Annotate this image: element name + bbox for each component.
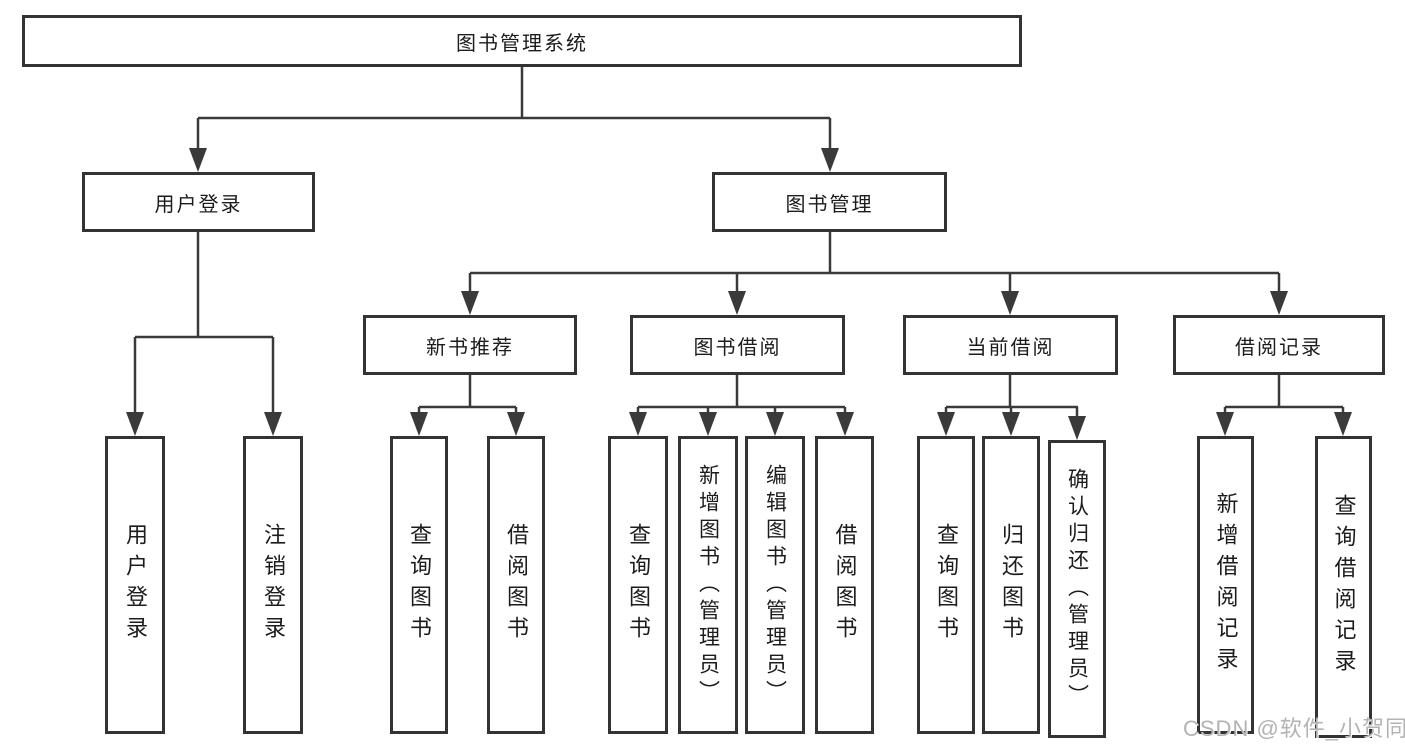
- node-label: 用户登录: [154, 193, 243, 216]
- leaf-query-books: 查询图书: [608, 436, 668, 734]
- leaf-borrow-books: 借阅图书: [487, 436, 545, 734]
- node-user-login: 用户登录: [82, 172, 315, 232]
- node-label: 借阅图书: [504, 523, 529, 647]
- leaf-add-borrow-record: 新增借阅记录: [1197, 436, 1254, 734]
- node-label: 新书推荐: [426, 336, 514, 359]
- node-current-borrowing: 当前借阅: [903, 315, 1118, 375]
- node-label: 查询借阅记录: [1331, 494, 1357, 680]
- leaf-user-login: 用户登录: [105, 436, 165, 734]
- node-label: 图书管理系统: [456, 32, 588, 55]
- node-label: 借阅图书: [832, 523, 858, 647]
- node-new-book-recommend: 新书推荐: [363, 315, 577, 375]
- node-label: 新增借阅记录: [1213, 492, 1239, 678]
- node-book-management: 图书管理: [712, 172, 947, 232]
- leaf-logout: 注销登录: [243, 436, 303, 734]
- node-label: 注销登录: [261, 523, 286, 647]
- node-label: 归还图书: [999, 523, 1024, 647]
- leaf-query-books: 查询图书: [390, 436, 448, 734]
- leaf-confirm-return-admin: 确认归还（管理员）: [1048, 440, 1106, 738]
- node-label: 图书借阅: [693, 336, 782, 359]
- node-borrow-records: 借阅记录: [1173, 315, 1385, 375]
- node-label: 借阅记录: [1235, 336, 1323, 359]
- node-label: 图书管理: [785, 193, 874, 216]
- node-label: 当前借阅: [966, 336, 1055, 359]
- node-label: 查询图书: [407, 523, 432, 647]
- csdn-watermark: CSDN @软件_小贺同学: [1183, 716, 1405, 741]
- node-label: 编辑图书（管理员）: [763, 463, 787, 707]
- leaf-add-books-admin: 新增图书（管理员）: [678, 436, 738, 734]
- node-label: 新增图书（管理员）: [696, 463, 720, 707]
- leaf-edit-books-admin: 编辑图书（管理员）: [745, 436, 805, 734]
- node-label: 确认归还（管理员）: [1065, 467, 1089, 711]
- leaf-query-books: 查询图书: [917, 436, 975, 734]
- leaf-query-borrow-record: 查询借阅记录: [1315, 436, 1372, 738]
- leaf-borrow-books: 借阅图书: [815, 436, 874, 734]
- leaf-return-books: 归还图书: [982, 436, 1040, 734]
- node-book-borrowing: 图书借阅: [630, 315, 845, 375]
- node-label: 查询图书: [934, 523, 959, 647]
- node-label: 查询图书: [626, 523, 651, 647]
- node-label: 用户登录: [123, 523, 148, 647]
- node-library-system: 图书管理系统: [22, 15, 1022, 67]
